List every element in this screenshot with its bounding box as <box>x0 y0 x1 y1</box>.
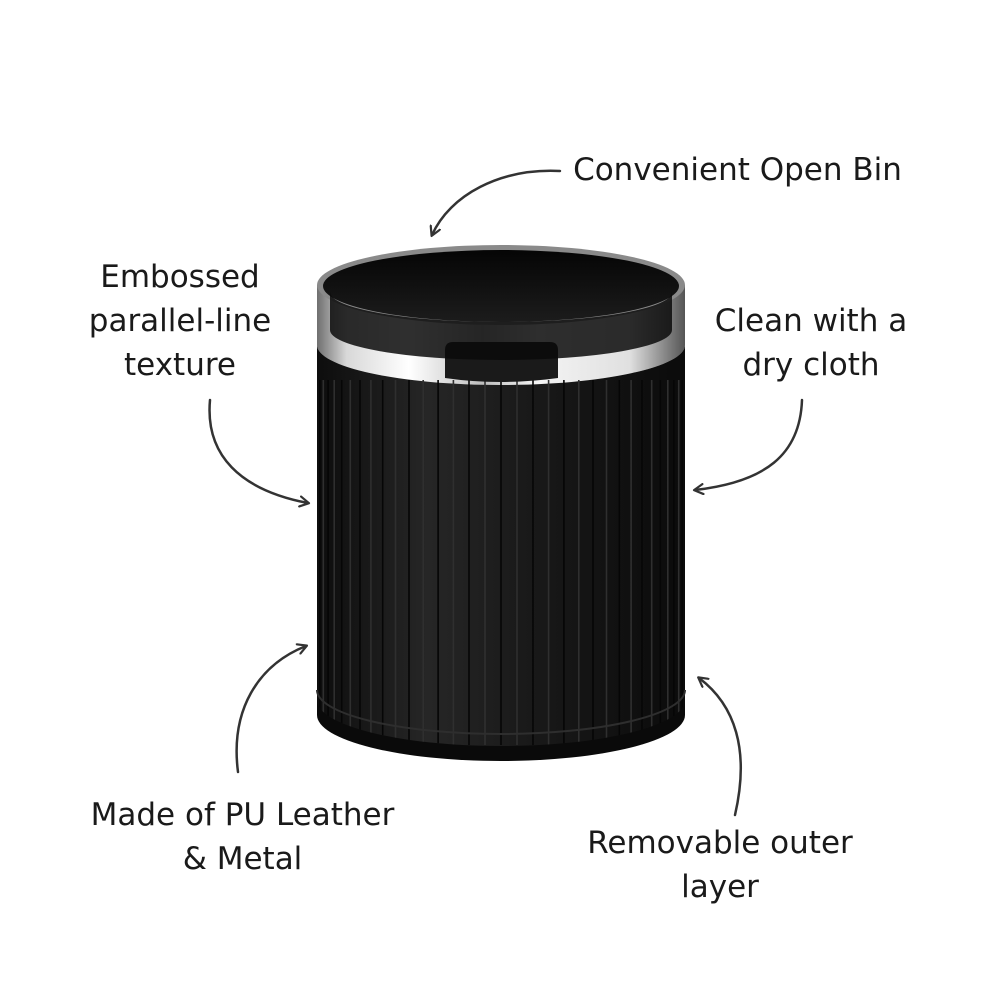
callout-text: & Metal <box>182 841 303 877</box>
callout-text: texture <box>124 347 236 383</box>
callout-text: Clean with a <box>714 303 908 339</box>
callout-open-bin: Convenient Open Bin <box>560 148 915 192</box>
arrow-removable <box>699 678 742 817</box>
callout-text: Embossed <box>100 259 260 295</box>
callout-text: parallel-line <box>88 303 272 339</box>
embossed-ribs <box>318 380 684 745</box>
callout-clean: Clean with a dry cloth <box>695 299 927 387</box>
callout-text: dry cloth <box>742 347 880 383</box>
callout-text: layer <box>681 869 759 905</box>
arrow-clean <box>695 398 804 490</box>
bin-bottom-seam <box>316 689 686 735</box>
callout-removable-layer: Removable outer layer <box>565 821 875 909</box>
arrow-material <box>235 646 306 774</box>
callout-text: Removable outer <box>587 825 853 861</box>
callout-text: Convenient Open Bin <box>573 152 902 188</box>
callout-embossed-texture: Embossed parallel-line texture <box>60 255 300 387</box>
arrow-open-bin <box>432 169 562 235</box>
callout-material: Made of PU Leather & Metal <box>60 793 425 881</box>
arrow-embossed <box>208 398 308 503</box>
callout-text: Made of PU Leather <box>90 797 395 833</box>
bin-top-opening <box>323 250 679 322</box>
bin-inner-wall <box>330 292 672 360</box>
